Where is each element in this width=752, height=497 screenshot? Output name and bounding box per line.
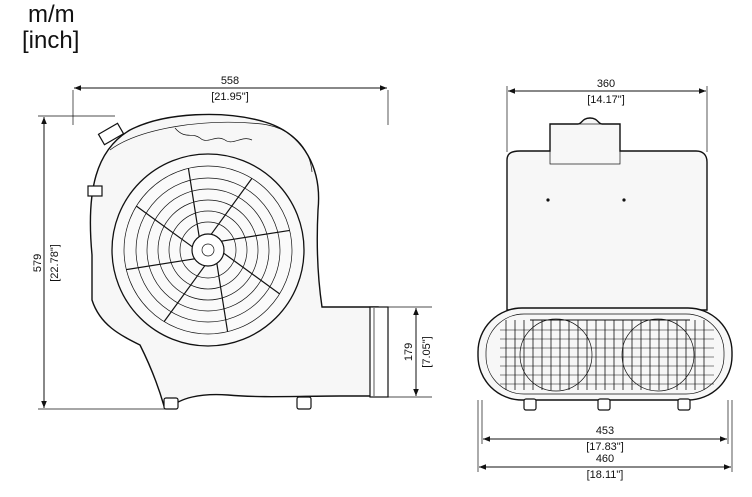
fan-guard-ring-3	[146, 188, 270, 312]
fan-spoke	[136, 205, 193, 248]
fan-guard-ring-6	[179, 221, 237, 279]
fan-spoke	[210, 178, 253, 235]
unit-secondary: [inch]	[22, 27, 80, 54]
side-foot-rear	[296, 396, 312, 410]
fan-spoke	[216, 263, 229, 332]
handle-grip	[174, 127, 253, 143]
front-back-panel	[506, 117, 708, 311]
fan-guard-ring-2	[135, 177, 281, 323]
side-height-mm: 579	[32, 254, 44, 272]
side-view: 558 [21.95"] 579 [22.78"] 179 [7.05"]	[32, 75, 433, 410]
side-width-inch: [21.95"]	[211, 91, 249, 103]
front-grille	[500, 320, 714, 390]
front-foot-right	[677, 398, 691, 411]
fan-guard-ring-4	[157, 199, 259, 301]
fan-spoke	[163, 265, 206, 322]
fan-guard-ring-5	[168, 210, 248, 290]
fan-circle-left	[519, 318, 593, 392]
outlet-flange	[369, 306, 389, 398]
fan-guard-ring-1	[123, 165, 293, 335]
front-total-mm: 460	[596, 453, 614, 465]
fan-spoke	[187, 168, 200, 237]
fan-hub-center	[201, 243, 215, 257]
panel-screw-right	[622, 198, 626, 202]
handle-outline	[109, 122, 313, 173]
side-width-mm: 558	[221, 75, 239, 87]
unit-legend: m/m [inch]	[22, 2, 79, 54]
panel-screw-left	[546, 198, 550, 202]
front-base-mm: 453	[596, 425, 614, 437]
front-body-inner	[485, 313, 725, 395]
fan-spoke	[221, 229, 290, 242]
fan-circle-right	[621, 318, 695, 392]
front-handle-slot	[549, 123, 621, 165]
front-base-inch: [17.83"]	[586, 441, 624, 453]
outlet-height-inch: [7.05"]	[421, 336, 433, 367]
front-foot-center	[597, 398, 611, 411]
side-height-inch: [22.78"]	[49, 244, 61, 282]
front-total-inch: [18.11"]	[587, 469, 624, 481]
fan-hub	[191, 233, 225, 267]
unit-primary: m/m	[28, 1, 75, 28]
front-view: 360 [14.17"] 453 [17.83"] 460 [18.11"]	[477, 78, 733, 481]
cord-clip	[87, 185, 103, 197]
front-top-inch: [14.17"]	[587, 94, 625, 106]
fan-spoke	[126, 258, 195, 271]
side-foot-front	[163, 397, 179, 410]
front-top-mm: 360	[597, 78, 615, 90]
switch-knob	[97, 122, 125, 146]
outlet-height-mm: 179	[403, 343, 415, 361]
fan-guard-spokes	[126, 168, 290, 332]
fan-spoke	[223, 252, 280, 295]
front-foot-left	[523, 398, 537, 411]
